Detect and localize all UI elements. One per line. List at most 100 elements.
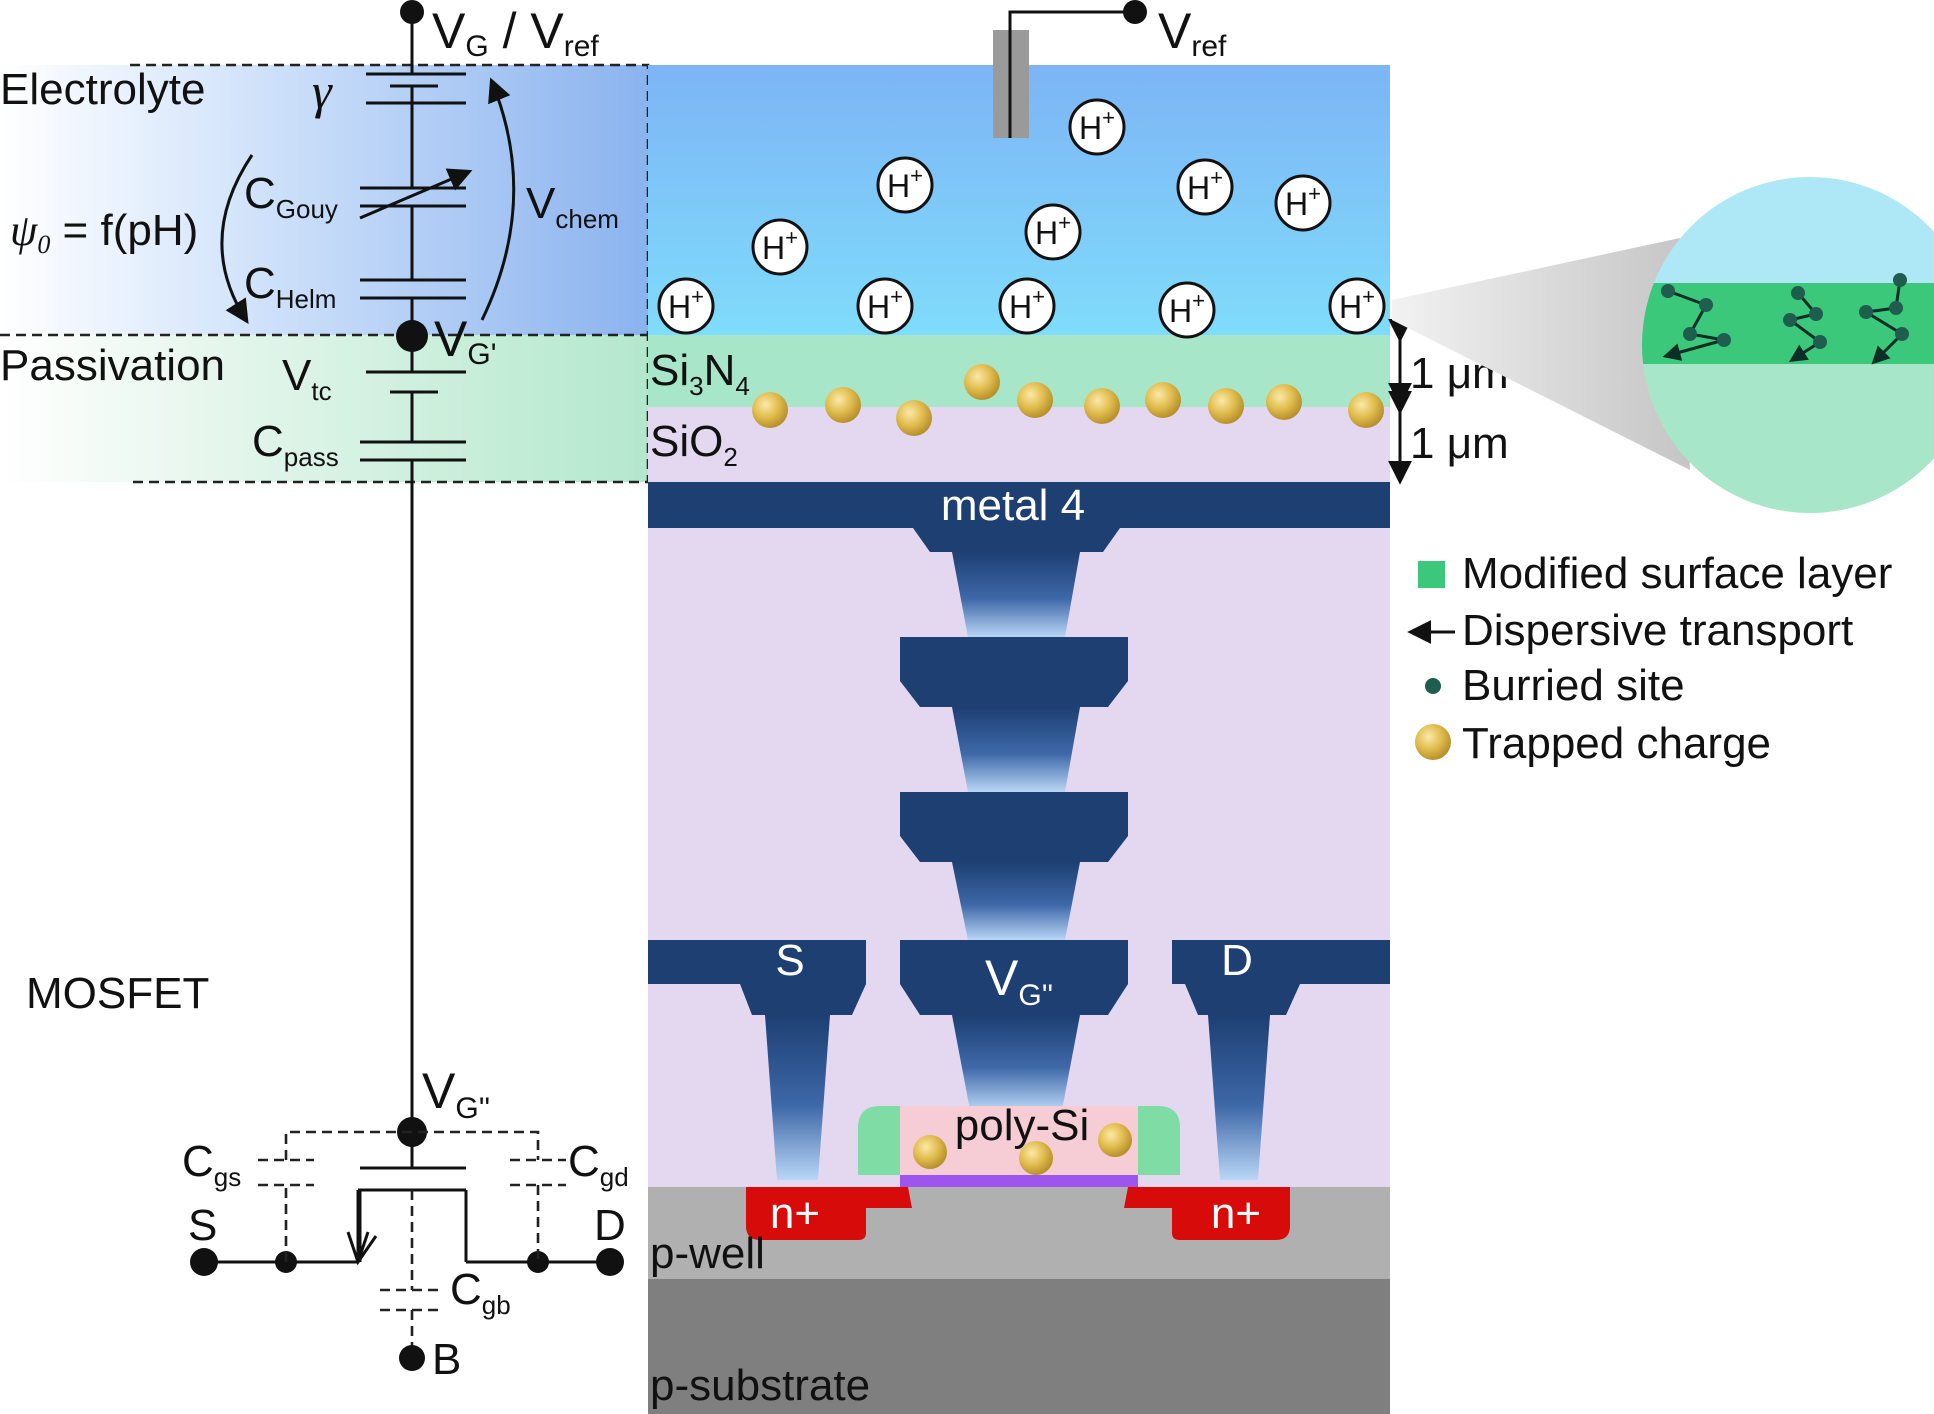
v-g-dprime-label: VG'' xyxy=(422,1063,490,1125)
h-ion: H+ xyxy=(1158,281,1216,339)
svg-text:H+: H+ xyxy=(668,284,704,325)
legend-label: Dispersive transport xyxy=(1462,606,1853,655)
legend-square-marker xyxy=(1418,561,1445,588)
variable-cap-arrow xyxy=(359,168,473,220)
gate-trapped-charges xyxy=(913,1123,1132,1175)
trapped-charge-sphere xyxy=(1084,388,1120,424)
h-ion: H+ xyxy=(998,277,1056,335)
legend-label: Burried site xyxy=(1462,661,1685,710)
vref-top-label: Vref xyxy=(1158,3,1227,63)
v-tc-label: Vtc xyxy=(282,351,332,406)
h-ion: H+ xyxy=(1068,98,1126,156)
trapped-charge-sphere xyxy=(1208,388,1244,424)
burried-site-dot xyxy=(1813,335,1827,349)
h-ion: H+ xyxy=(1328,277,1386,335)
legend-dot-marker xyxy=(1425,678,1441,694)
sio2-label: SiO2 xyxy=(650,417,738,472)
source-node xyxy=(190,1248,218,1276)
c-gs-label: Cgs xyxy=(182,1137,241,1192)
passivation-band xyxy=(0,335,648,482)
burried-site-dot xyxy=(1893,273,1907,287)
h-ion: H+ xyxy=(1176,158,1234,216)
source-metal-label: S xyxy=(775,936,804,985)
n-plus-right-label: n+ xyxy=(1211,1189,1261,1238)
p-substrate-region xyxy=(648,1279,1390,1414)
svg-text:H+: H+ xyxy=(1285,181,1321,222)
h-ion: H+ xyxy=(1024,203,1082,261)
passivation-label: Passivation xyxy=(0,341,225,390)
burried-site-dot xyxy=(1809,307,1823,321)
vg-vref-label: VG / Vref xyxy=(432,3,599,63)
burried-site-dot xyxy=(1783,313,1797,327)
drain-node xyxy=(596,1248,624,1276)
drain-node-label: D xyxy=(594,1201,626,1250)
via-stack xyxy=(900,528,1128,940)
v-g-prime-label: VG' xyxy=(434,311,496,371)
burried-site-dot xyxy=(1717,333,1731,347)
trapped-charge-sphere xyxy=(913,1135,947,1169)
bulk-node xyxy=(399,1345,425,1371)
h-ion: H+ xyxy=(876,156,934,214)
c-gb-label: Cgb xyxy=(450,1265,511,1320)
legend-label: Trapped charge xyxy=(1462,719,1771,768)
h-ion: H+ xyxy=(751,218,809,276)
source-node-label: S xyxy=(188,1201,217,1250)
trapped-charge-sphere xyxy=(1017,382,1053,418)
burried-site-dot xyxy=(1661,284,1675,298)
trapped-charge-sphere xyxy=(1348,392,1384,428)
svg-text:H+: H+ xyxy=(1035,210,1071,251)
hydrogen-ions: H+ H+ H+ H+ H+ H+ H+ H+ H+ H+ H+ xyxy=(657,98,1386,339)
legend-item: Burried site xyxy=(1425,661,1685,710)
psi-arrow xyxy=(220,154,254,325)
legend-item: Dispersive transport xyxy=(1407,606,1853,655)
n-plus-left-label: n+ xyxy=(770,1189,820,1238)
zoom-cone xyxy=(1392,238,1690,470)
gate-metal-label: VG'' xyxy=(985,950,1053,1012)
burried-site-dot xyxy=(1895,327,1909,341)
trapped-charge-sphere xyxy=(1098,1123,1132,1157)
electrolyte-label: Electrolyte xyxy=(0,65,205,114)
trapped-charge-sphere xyxy=(964,364,1000,400)
thickness-label-bottom: 1 μm xyxy=(1410,419,1509,468)
c-pass-label: Cpass xyxy=(252,417,339,472)
metal4-bar xyxy=(648,482,1390,528)
burried-site-dot xyxy=(1889,301,1903,315)
bulk-node-label: B xyxy=(432,1335,461,1384)
metal4-label: metal 4 xyxy=(941,481,1085,530)
burried-site-dot xyxy=(1683,327,1697,341)
legend-item: Modified surface layer xyxy=(1418,549,1892,598)
trapped-charge-sphere xyxy=(752,392,788,428)
svg-text:H+: H+ xyxy=(762,225,798,266)
gamma-label: γ xyxy=(312,63,333,119)
svg-text:H+: H+ xyxy=(1187,165,1223,206)
trapped-charges xyxy=(752,364,1384,436)
burried-site-dot xyxy=(1859,305,1873,319)
svg-text:H+: H+ xyxy=(1339,284,1375,325)
trapped-charge-sphere xyxy=(896,400,932,436)
vchem-arrow xyxy=(480,77,516,321)
burried-site-dot xyxy=(1791,286,1805,300)
c-gouy-label: CGouy xyxy=(244,169,338,224)
c-gd-label: Cgd xyxy=(568,1137,629,1192)
v-chem-label: Vchem xyxy=(526,179,619,234)
legend-sphere-marker xyxy=(1415,724,1451,760)
poly-si-label: poly-Si xyxy=(955,1101,1090,1150)
h-ion: H+ xyxy=(657,277,715,335)
reference-electrode-wire xyxy=(1008,10,1135,138)
h-ion: H+ xyxy=(1274,174,1332,232)
vref-node xyxy=(1123,0,1147,24)
trapped-charge-sphere xyxy=(1019,1141,1053,1175)
electrolyte-band xyxy=(0,65,648,335)
mosfet-label: MOSFET xyxy=(26,969,209,1018)
burried-site-dot xyxy=(1699,298,1713,312)
svg-text:H+: H+ xyxy=(1169,288,1205,329)
svg-text:H+: H+ xyxy=(1009,284,1045,325)
metal1-pads xyxy=(648,940,1390,1180)
svg-text:H+: H+ xyxy=(867,284,903,325)
legend-item: Trapped charge xyxy=(1415,719,1771,768)
psi-label: ψ0 = f(pH) xyxy=(10,206,198,259)
p-substrate-label: p-substrate xyxy=(650,1361,870,1410)
legend-label: Modified surface layer xyxy=(1462,549,1892,598)
